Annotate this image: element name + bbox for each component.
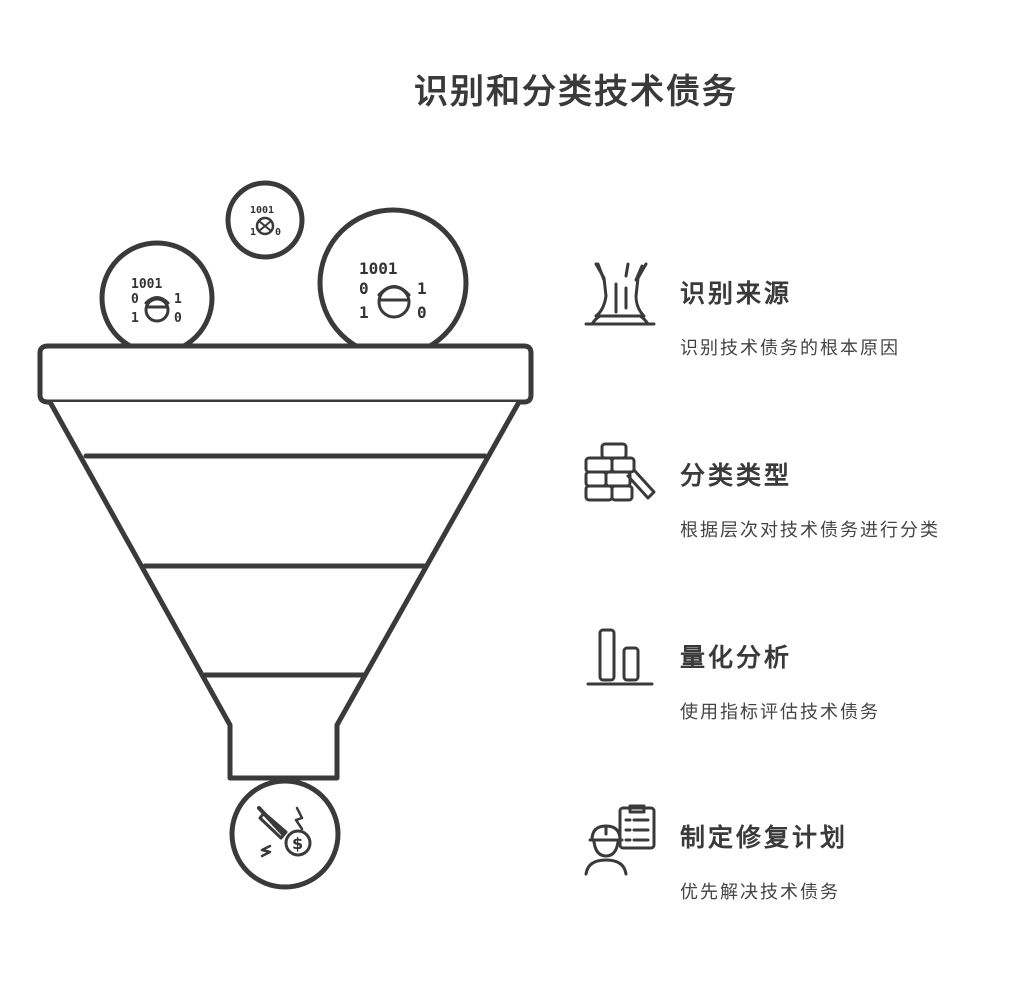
svg-text:1001: 1001 (359, 259, 398, 278)
step-description: 识别技术债务的根本原因 (680, 338, 900, 359)
svg-text:0: 0 (275, 227, 281, 238)
svg-text:1001: 1001 (250, 205, 274, 216)
input-circle-right: 1001 0 1 1 0 (317, 207, 469, 359)
binary-hacker-icon: 1001 0 1 1 0 (359, 259, 427, 322)
step-title: 识别来源 (680, 279, 793, 308)
binary-hacker-icon: 1001 0 1 1 0 (131, 277, 182, 326)
svg-text:0: 0 (417, 303, 427, 322)
step-repair-plan: 制定修复计划 优先解决技术债务 (582, 802, 1012, 912)
wrench-money-icon: $ (257, 806, 312, 858)
svg-text:1: 1 (417, 279, 427, 298)
step-identify-source: 识别来源 识别技术债务的根本原因 (582, 258, 1012, 368)
svg-text:0: 0 (359, 279, 369, 298)
svg-text:1: 1 (174, 292, 182, 307)
step-quantify-analysis: 量化分析 使用指标评估技术债务 (582, 622, 1012, 732)
step-title: 制定修复计划 (680, 823, 849, 852)
input-circle-small: 1001 1 0 (225, 180, 305, 260)
step-description: 使用指标评估技术债务 (680, 702, 880, 723)
funnel (37, 343, 534, 781)
step-description: 根据层次对技术债务进行分类 (680, 520, 940, 541)
svg-text:0: 0 (131, 292, 139, 307)
step-title: 量化分析 (680, 643, 793, 672)
step-description: 优先解决技术债务 (680, 882, 840, 903)
bar-chart-icon (586, 628, 654, 686)
output-circle: $ (229, 778, 341, 890)
input-circle-left: 1001 0 1 1 0 (99, 240, 215, 356)
step-title: 分类类型 (680, 461, 793, 490)
engineer-checklist-icon (584, 804, 656, 876)
svg-text:1001: 1001 (131, 277, 162, 292)
svg-text:0: 0 (174, 311, 182, 326)
svg-text:1: 1 (131, 311, 139, 326)
step-classify-types: 分类类型 根据层次对技术债务进行分类 (582, 440, 1012, 550)
tree-stump-icon (584, 262, 656, 326)
svg-text:$: $ (292, 834, 303, 853)
binary-bug-icon: 1001 1 0 (250, 205, 281, 238)
diagram-title: 识别和分类技术债务 (414, 72, 738, 112)
stacked-bricks-icon (584, 442, 656, 502)
svg-text:1: 1 (250, 227, 256, 238)
svg-text:1: 1 (359, 303, 369, 322)
